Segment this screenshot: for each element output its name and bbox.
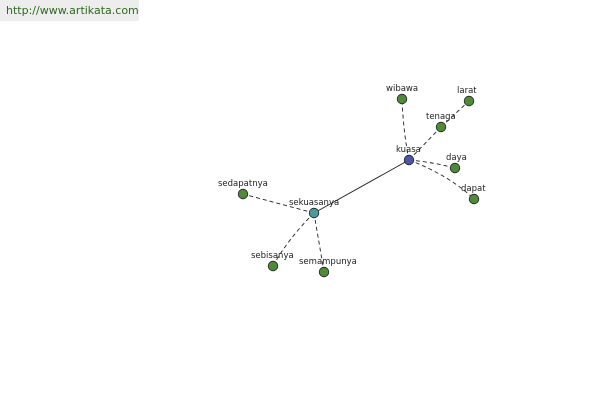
node-label-dapat[interactable]: dapat [461, 184, 486, 194]
node-label-sekuasanya[interactable]: sekuasanya [289, 198, 339, 208]
node-wibawa[interactable] [396, 93, 408, 105]
node-sedapatnya[interactable] [237, 188, 249, 200]
node-label-wibawa[interactable]: wibawa [386, 84, 418, 94]
node-dapat[interactable] [468, 193, 480, 205]
node-daya[interactable] [449, 162, 461, 174]
edge-kuasa-tenaga [408, 126, 442, 161]
edge-kuasa-wibawa [401, 98, 410, 161]
edge-sekuasanya-sebisanya [272, 212, 315, 267]
node-label-tenaga[interactable]: tenaga [426, 112, 456, 122]
node-sekuasanya[interactable] [308, 207, 320, 219]
edge-kuasa-dapat [408, 159, 475, 200]
edge-sekuasanya-sedapatnya [242, 193, 315, 214]
node-sebisanya[interactable] [267, 260, 279, 272]
node-larat[interactable] [463, 95, 475, 107]
node-label-semampunya[interactable]: semampunya [299, 257, 357, 267]
node-label-sebisanya[interactable]: sebisanya [251, 251, 294, 261]
node-label-larat[interactable]: larat [457, 86, 477, 96]
node-label-kuasa[interactable]: kuasa [396, 145, 421, 155]
labels-layer: kuasa sekuasanya wibawa larat tenaga daya dapa… [218, 84, 486, 267]
node-kuasa[interactable] [403, 154, 415, 166]
node-semampunya[interactable] [318, 266, 330, 278]
node-tenaga[interactable] [435, 121, 447, 133]
edge-kuasa-sekuasanya [313, 159, 410, 214]
edge-sekuasanya-semampunya [313, 212, 325, 273]
node-label-sedapatnya[interactable]: sedapatnya [218, 179, 268, 189]
nodes-layer [237, 93, 480, 278]
node-label-daya[interactable]: daya [446, 153, 467, 163]
source-url-banner[interactable]: http://www.artikata.com [0, 0, 139, 21]
